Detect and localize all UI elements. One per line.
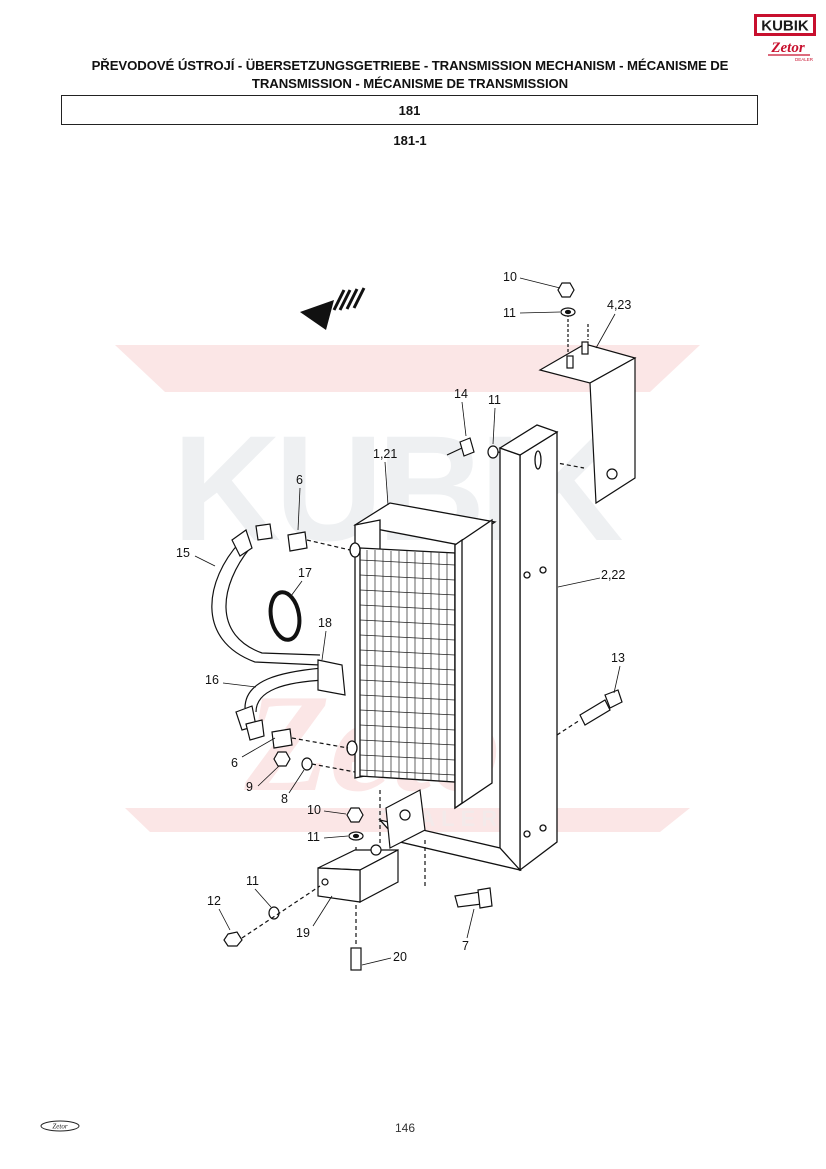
upper-bracket <box>538 314 637 505</box>
watermark-top-band <box>115 345 700 392</box>
callout-16: 16 <box>205 673 219 687</box>
lower-fasteners <box>223 807 493 971</box>
callout-10-lower: 10 <box>307 803 321 817</box>
callout-6-lower: 6 <box>231 756 238 770</box>
callout-11-mid: 11 <box>488 393 501 407</box>
fitting-upper <box>287 531 351 552</box>
oil-cooler <box>346 502 497 810</box>
callout-2-22: 2,22 <box>601 568 625 582</box>
callout-19: 19 <box>296 926 310 940</box>
top-nut-washer <box>557 282 576 317</box>
page-title: PŘEVODOVÉ ÚSTROJÍ - ÜBERSETZUNGSGETRIEBE… <box>60 57 760 93</box>
sub-section-code: 181-1 <box>393 133 427 148</box>
section-code-box: 181 <box>61 95 758 125</box>
callout-11-lower: 11 <box>307 830 320 844</box>
callout-18: 18 <box>318 616 332 630</box>
callout-12: 12 <box>207 894 221 908</box>
footer-logo-text: Zetor <box>52 1123 67 1131</box>
page-title-line-2: TRANSMISSION - MÉCANISME DE TRANSMISSION <box>251 76 569 91</box>
lower-bracket <box>317 789 426 945</box>
logo-sub-brand: Zetor <box>770 40 804 56</box>
logo-brand-name: KUBIK <box>761 18 809 35</box>
hose-clamp <box>268 590 302 642</box>
callout-17: 17 <box>298 566 312 580</box>
direction-arrow-icon <box>300 287 366 330</box>
callout-13: 13 <box>611 651 625 665</box>
hose-15 <box>211 523 321 666</box>
callout-15: 15 <box>176 546 190 560</box>
callout-1-21: 1,21 <box>373 447 397 461</box>
callout-14: 14 <box>454 387 468 401</box>
callout-4-23: 4,23 <box>607 298 631 312</box>
callout-7: 7 <box>462 939 469 953</box>
bolt-13 <box>556 689 623 736</box>
kubik-zetor-logo: KUBIK Zetor DEALER <box>754 14 816 62</box>
fitting-lower <box>271 728 356 773</box>
logo-white-band <box>757 17 813 33</box>
callout-9: 9 <box>246 780 253 794</box>
callout-20: 20 <box>393 950 407 964</box>
callout-11-left: 11 <box>246 874 259 888</box>
page-number: 146 <box>394 1121 416 1135</box>
callout-8: 8 <box>281 792 288 806</box>
callout-10-top: 10 <box>503 270 517 284</box>
callout-11-top: 11 <box>503 306 516 320</box>
section-code: 181 <box>398 102 421 118</box>
hose-16 <box>235 659 346 741</box>
callout-6-upper: 6 <box>296 473 303 487</box>
footer-zetor-logo: Zetor <box>40 1120 80 1132</box>
page-title-line-1: PŘEVODOVÉ ÚSTROJÍ - ÜBERSETZUNGSGETRIEBE… <box>91 58 729 73</box>
logo-dealer-tag: DEALER <box>795 57 814 62</box>
callouts: 10 11 4,23 14 11 1,21 6 15 17 2,22 18 16… <box>176 270 631 966</box>
